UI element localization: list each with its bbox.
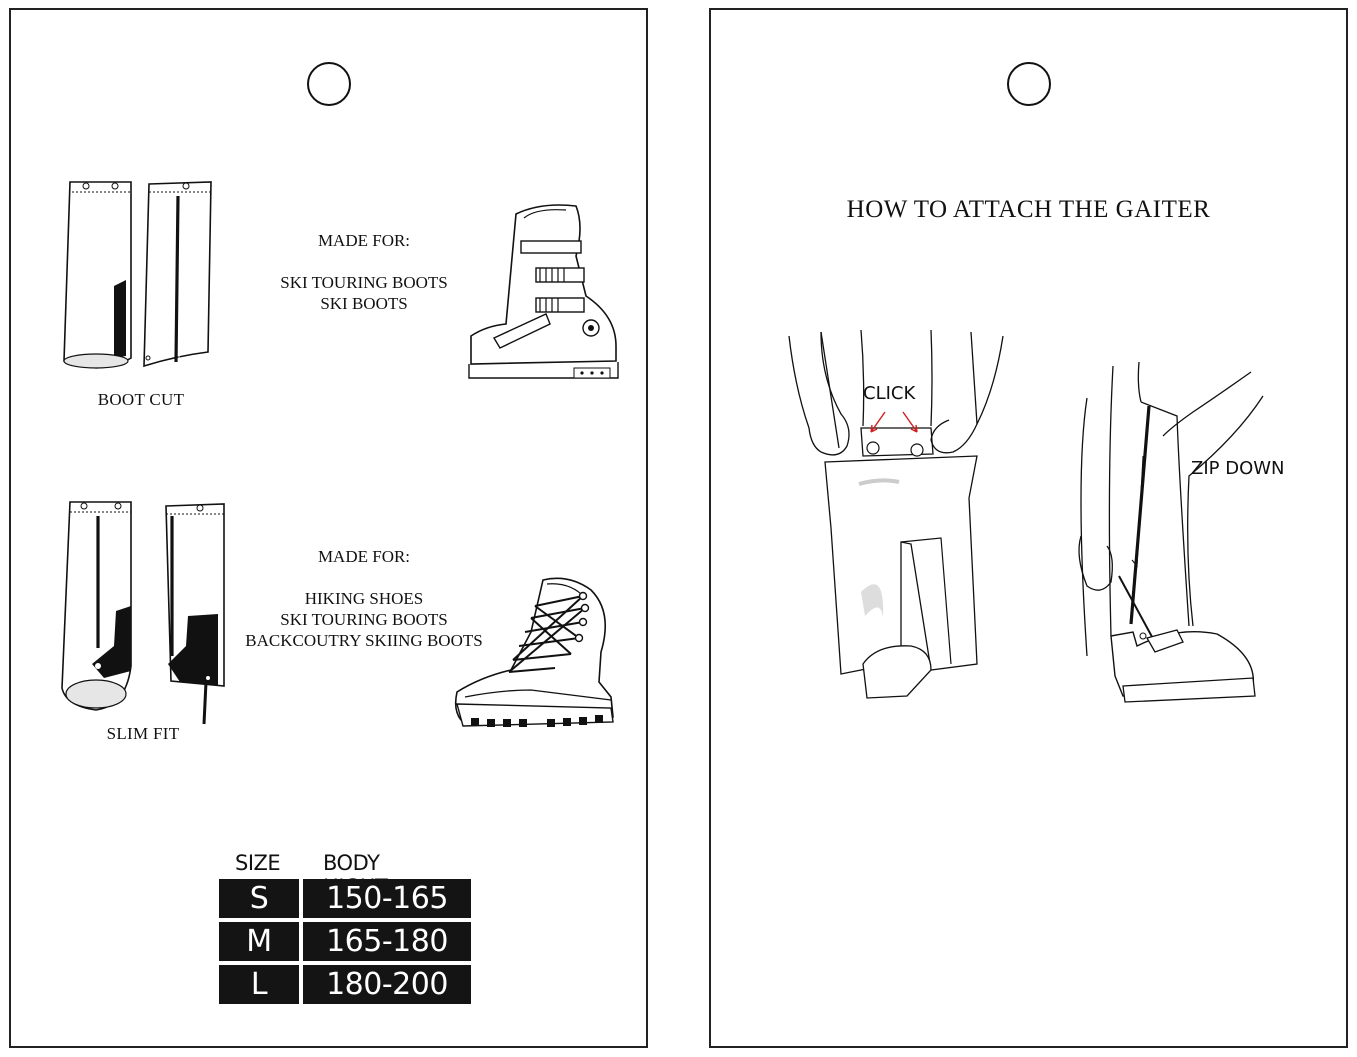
instructions-card: HOW TO ATTACH THE GAITER CLICK <box>709 8 1348 1048</box>
size-header: SIZE <box>235 851 281 875</box>
hang-hole <box>307 62 351 106</box>
hang-hole <box>1007 62 1051 106</box>
made-for-item: SKI TOURING BOOTS <box>280 273 448 292</box>
made-for-item: HIKING SHOES <box>304 589 424 608</box>
range-cell: 165-180 <box>303 922 471 961</box>
zip-step-illustration <box>1078 361 1264 703</box>
ski-boot-icon <box>468 204 619 379</box>
click-step-illustration <box>788 329 1004 699</box>
range-cell: 180-200 <box>303 965 471 1004</box>
made-for-heading: MADE FOR: <box>317 547 411 566</box>
made-for-item: BACKCOUTRY SKIING BOOTS <box>245 631 483 650</box>
made-for-item: SKI TOURING BOOTS <box>280 610 448 629</box>
size-cell: M <box>219 922 299 961</box>
range-cell: 150-165 <box>303 879 471 918</box>
made-for-item: SKI BOOTS <box>320 294 408 313</box>
product-card-sizing: BOOT CUT MADE FOR: SKI TOURING BOOTS SKI… <box>9 8 648 1048</box>
size-cell: L <box>219 965 299 1004</box>
slim-fit-made-for: MADE FOR: HIKING SHOES SKI TOURING BOOTS… <box>219 546 509 651</box>
instructions-title: HOW TO ATTACH THE GAITER <box>846 196 1211 223</box>
boot-cut-label: BOOT CUT <box>97 390 185 409</box>
hiking-boot-icon <box>454 577 614 727</box>
click-label: CLICK <box>863 383 916 404</box>
slim-fit-label: SLIM FIT <box>106 724 180 743</box>
made-for-heading: MADE FOR: <box>317 231 411 250</box>
zip-down-label: ZIP DOWN <box>1191 458 1285 479</box>
size-cell: S <box>219 879 299 918</box>
boot-cut-made-for: MADE FOR: SKI TOURING BOOTS SKI BOOTS <box>249 230 479 314</box>
slim-fit-gaiter-illustration <box>61 501 225 725</box>
boot-cut-gaiter-illustration <box>63 181 212 369</box>
